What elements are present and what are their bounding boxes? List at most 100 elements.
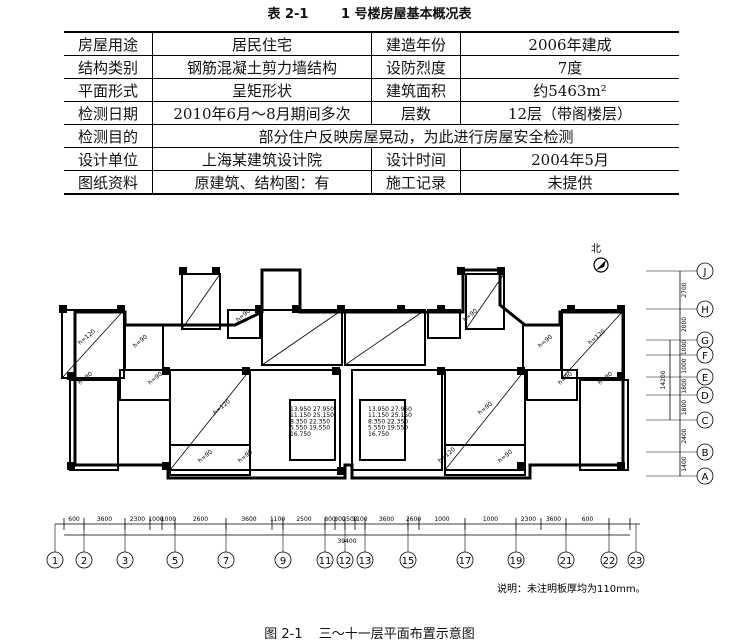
- column: [617, 462, 625, 470]
- dimension-value: 2300: [130, 516, 145, 523]
- elevation-label: 8.350 22.350: [290, 418, 330, 425]
- axis-circle: [336, 551, 354, 569]
- table-row: 检测目的 部分住户反映房屋晃动，为此进行房屋安全检测: [64, 124, 679, 148]
- room-wall: [181, 273, 221, 330]
- dimension-value: 1400: [681, 456, 688, 471]
- axis-circle: [696, 411, 714, 429]
- axis-circle: [696, 368, 714, 386]
- room-wall: [465, 273, 505, 330]
- axis-circle: [116, 551, 134, 569]
- elevation-label: 13.950 27.950: [368, 406, 412, 413]
- axis-circle: [356, 551, 374, 569]
- axis-letter: B: [702, 448, 709, 459]
- axis-letter: D: [701, 391, 709, 402]
- dimension-value: 2400: [681, 428, 688, 443]
- axis-number: 7: [223, 556, 229, 567]
- dimension-value: 3600: [97, 516, 112, 523]
- table-cell: 约5463m²: [460, 78, 679, 102]
- table-cell: 建筑面积: [371, 78, 461, 102]
- slab-label: h=120: [437, 446, 457, 465]
- column: [337, 467, 345, 475]
- column: [162, 367, 170, 375]
- table-row: 设计单位 上海某建筑设计院 设计时间 2004年5月: [64, 147, 679, 171]
- slab-diagonal: [61, 309, 125, 379]
- table-cell: 图纸资料: [64, 170, 153, 194]
- dimension-value: 2500: [342, 516, 357, 523]
- table-cell: 建造年份: [371, 32, 461, 56]
- elevation-label: 11.150 25.150: [290, 412, 334, 419]
- dimension-value: 600: [68, 516, 80, 523]
- table-cell: 检测日期: [64, 101, 153, 125]
- figure-caption-number: 图 2-1: [264, 627, 303, 642]
- elevation-label: 13.950 27.950: [290, 406, 334, 413]
- column: [397, 305, 405, 313]
- slab-label: h=90: [537, 333, 554, 349]
- dimension-value: 1800: [681, 378, 688, 393]
- axis-circle: [696, 386, 714, 404]
- column: [67, 462, 75, 470]
- column: [212, 267, 220, 275]
- column: [162, 462, 170, 470]
- room-wall: [69, 379, 119, 471]
- column: [242, 367, 250, 375]
- dimension-value: 1000: [681, 358, 688, 373]
- room-wall: [124, 324, 164, 371]
- slab-label: h=90: [147, 370, 164, 386]
- slab-label: h=120: [77, 328, 97, 347]
- axis-number: 9: [280, 556, 286, 567]
- elevation-label: 8.350 22.350: [368, 418, 408, 425]
- axis-circle: [46, 551, 64, 569]
- axis-letter: E: [702, 373, 708, 384]
- column: [292, 305, 300, 313]
- table-cell: 12层（带阁楼层）: [460, 101, 679, 125]
- table-cell: 施工记录: [371, 170, 461, 194]
- axis-letter: G: [701, 336, 709, 347]
- column: [437, 367, 445, 375]
- dimension-value: 3600: [241, 516, 256, 523]
- room-wall: [561, 309, 625, 379]
- slab-diagonal: [344, 309, 426, 366]
- column: [179, 267, 187, 275]
- axis-circle: [316, 551, 334, 569]
- slab-diagonal: [169, 369, 251, 471]
- axis-circle: [696, 467, 714, 485]
- slab-label: h=90: [237, 448, 254, 464]
- room-wall: [526, 369, 578, 401]
- table-row: 平面形式 呈矩形状 建筑面积 约5463m²: [64, 78, 679, 102]
- slab-label: h=120: [587, 328, 607, 347]
- table-cell: 7度: [460, 55, 679, 79]
- column: [497, 267, 505, 275]
- table-row: 房屋用途 居民住宅 建造年份 2006年建成: [64, 32, 679, 56]
- building-info-table: 房屋用途 居民住宅 建造年份 2006年建成 结构类别 钢筋混凝土剪力墙结构 设…: [64, 31, 679, 195]
- table-cell: 检测目的: [64, 124, 153, 148]
- dimension-value: 2500: [296, 516, 311, 523]
- table-cell: 房屋用途: [64, 32, 153, 56]
- axis-circle: [274, 551, 292, 569]
- axis-circle: [557, 551, 575, 569]
- elevation-label: 5.550 19.550: [368, 425, 408, 432]
- table-cell: 2006年建成: [460, 32, 679, 56]
- axis-circle: [696, 346, 714, 364]
- table-row: 图纸资料 原建筑、结构图：有 施工记录 未提供: [64, 170, 679, 194]
- room-wall: [227, 309, 261, 339]
- drawing-note: 说明：未注明板厚均为110mm。: [497, 582, 646, 595]
- column: [617, 305, 625, 313]
- column: [567, 305, 575, 313]
- axis-number: 12: [339, 556, 352, 567]
- figure-caption: 图 2-1 三～十一层平面布置示意图: [0, 623, 739, 642]
- table-row: 检测日期 2010年6月～8月期间多次 层数 12层（带阁楼层）: [64, 101, 679, 125]
- dimension-value: 3600: [379, 516, 394, 523]
- axis-number: 17: [459, 556, 472, 567]
- axis-circle: [507, 551, 525, 569]
- room-wall: [261, 309, 343, 366]
- slab-diagonal: [444, 369, 526, 471]
- dimension-value: 2000: [681, 317, 688, 332]
- axis-letter: C: [702, 416, 709, 427]
- column: [517, 367, 525, 375]
- elevation-label: 11.150 25.150: [368, 412, 412, 419]
- dimension-total: 39400: [337, 538, 356, 545]
- table-row: 结构类别 钢筋混凝土剪力墙结构 设防烈度 7度: [64, 55, 679, 79]
- table-cell: 居民住宅: [152, 32, 372, 56]
- table-cell: 原建筑、结构图：有: [152, 170, 372, 194]
